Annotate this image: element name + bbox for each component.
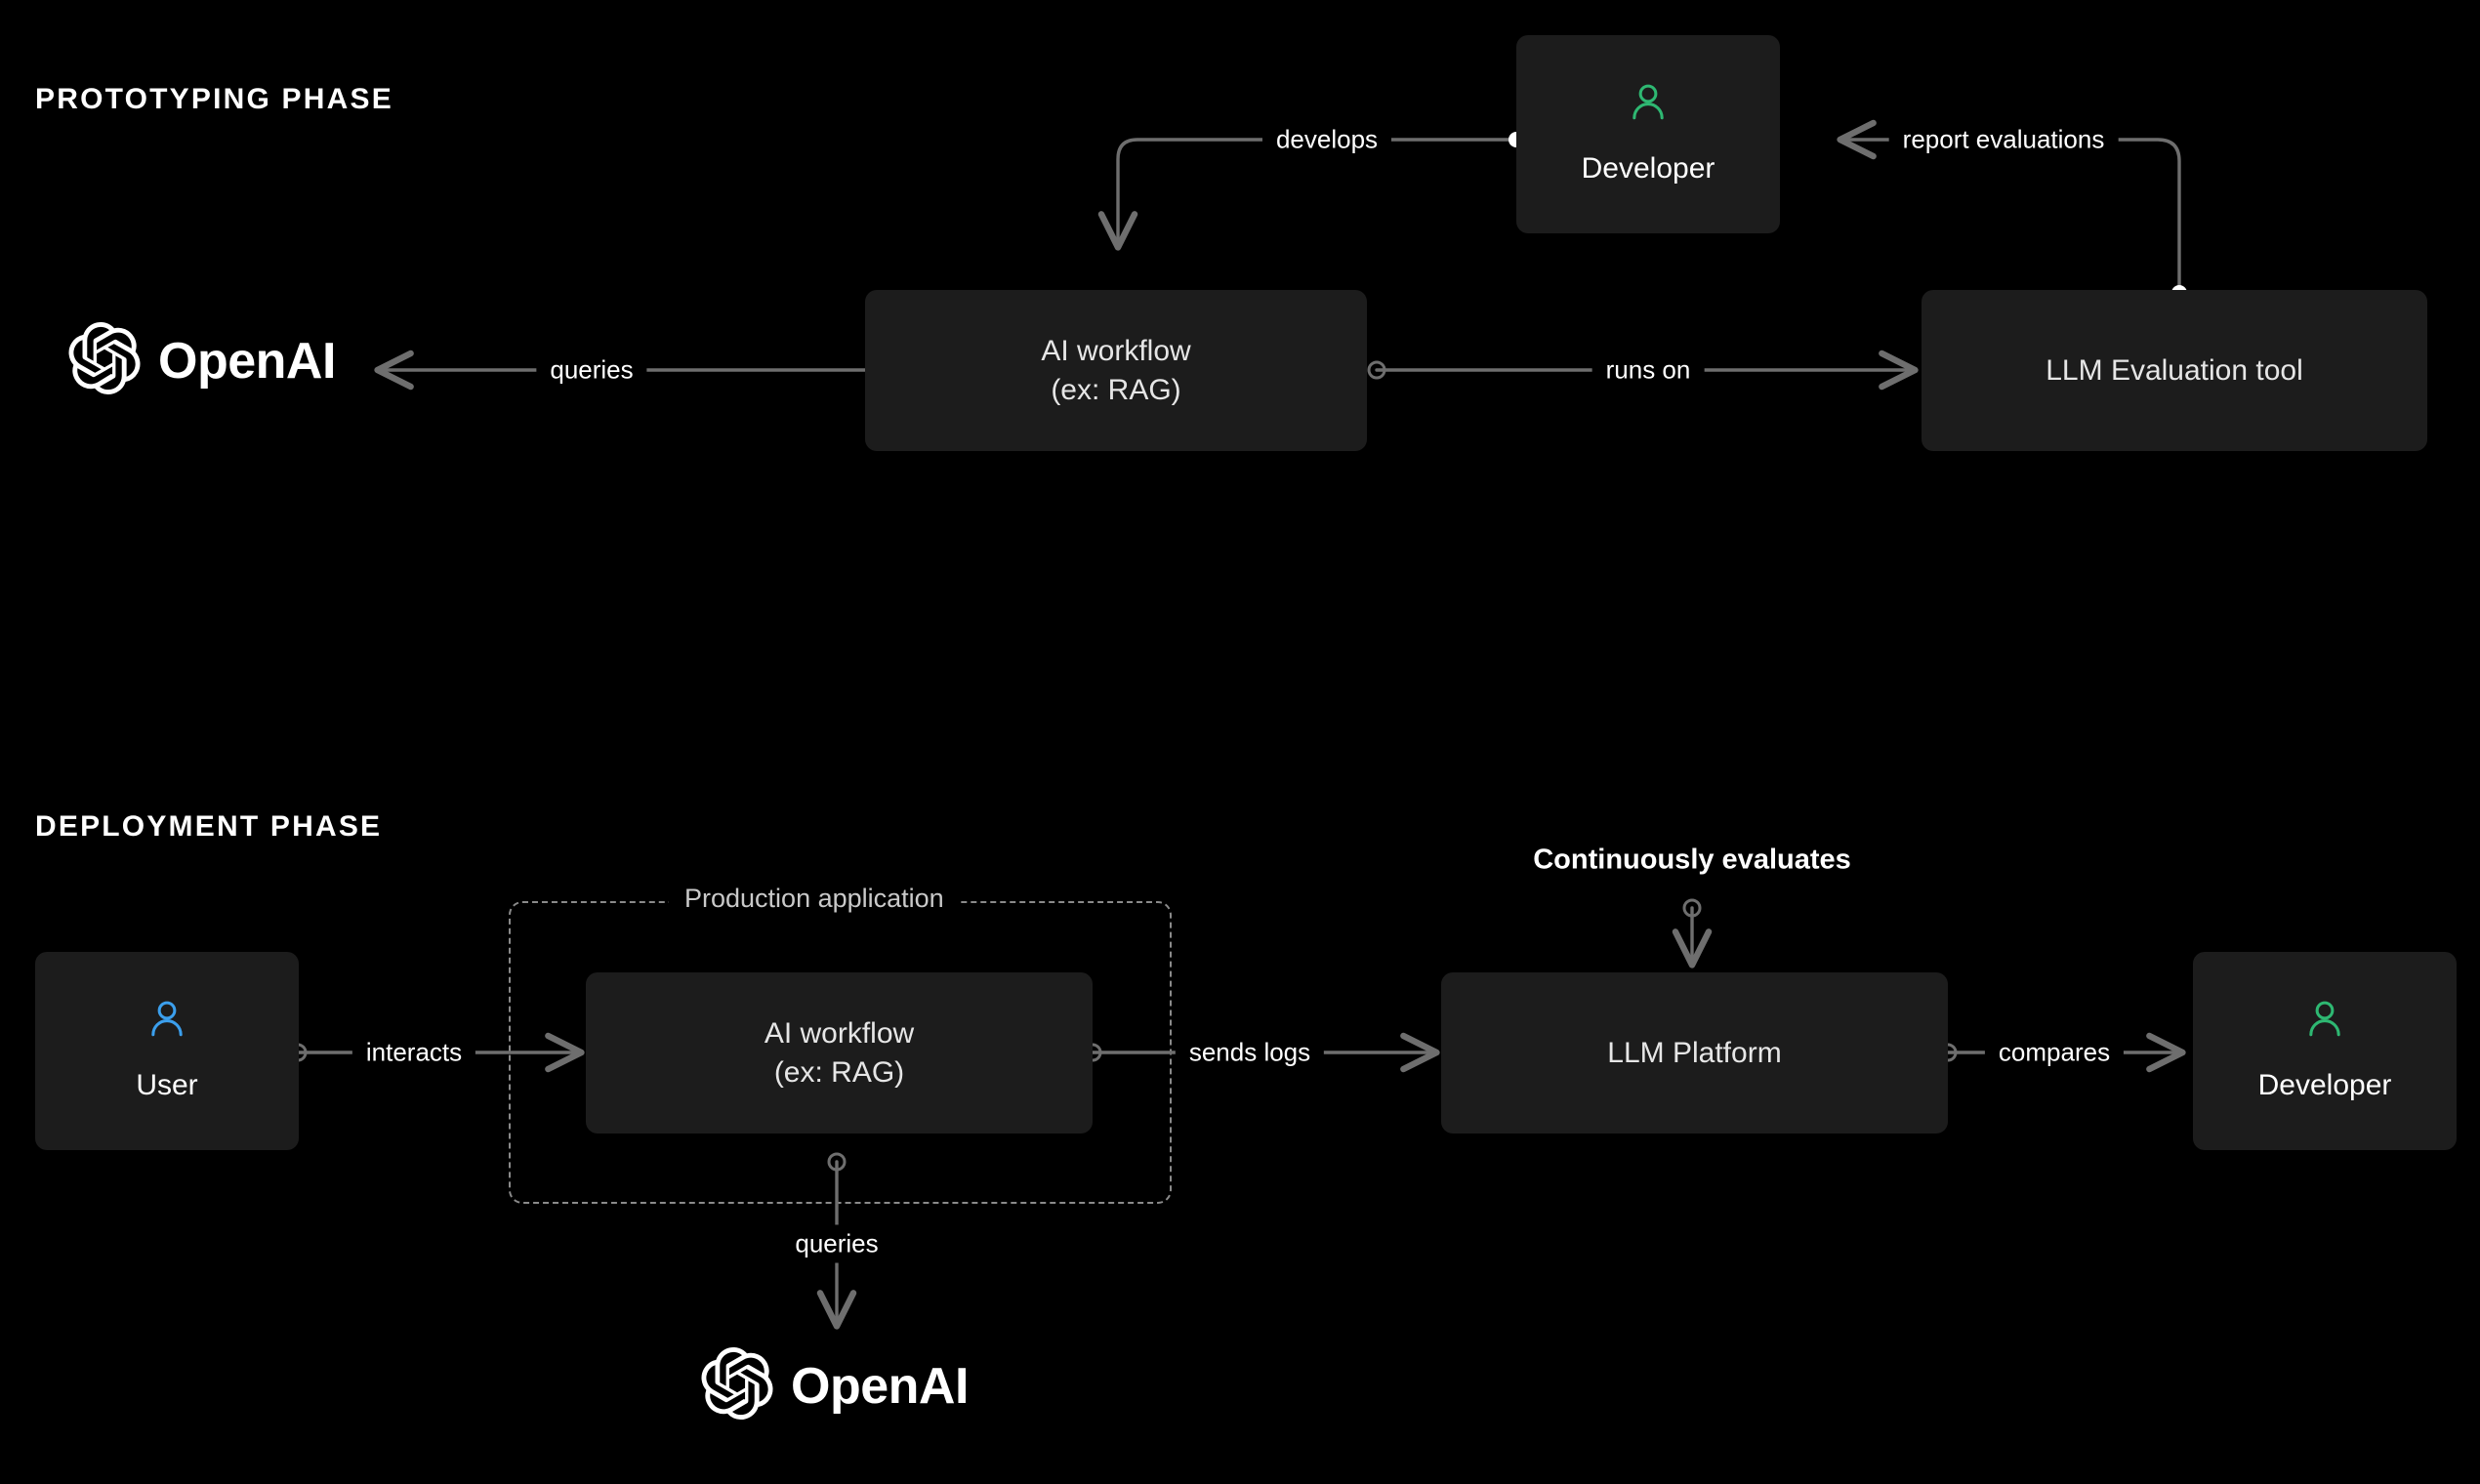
edge-label-queries-top: queries — [536, 350, 647, 390]
group-title-production-application: Production application — [669, 884, 960, 914]
node-ai-workflow-deployment[interactable]: AI workflow (ex: RAG) — [586, 972, 1093, 1134]
edge-label-report-evaluations: report evaluations — [1888, 120, 2119, 159]
edge-label-sends-logs: sends logs — [1175, 1033, 1325, 1072]
node-developer-deployment[interactable]: Developer — [2193, 952, 2457, 1150]
edge-endpoint-ring — [1367, 360, 1386, 380]
node-developer-prototyping[interactable]: Developer — [1516, 35, 1780, 233]
edge-endpoint-ring — [1682, 898, 1702, 918]
node-label: AI workflow (ex: RAG) — [764, 1016, 915, 1089]
edge-label-continuously-evaluates: Continuously evaluates — [1533, 844, 1851, 876]
node-label: LLM Evaluation tool — [2046, 353, 2303, 387]
openai-wordmark: OpenAI — [158, 332, 336, 390]
edge-endpoint-ring — [827, 1152, 847, 1172]
phase-title-deployment: DEPLOYMENT PHASE — [35, 810, 383, 843]
edge-label-runs-on: runs on — [1591, 350, 1705, 390]
node-ai-workflow-prototyping[interactable]: AI workflow (ex: RAG) — [865, 290, 1367, 451]
openai-logo-deployment: OpenAI — [701, 1347, 969, 1424]
node-label: User — [136, 1069, 198, 1101]
openai-mark-icon — [68, 322, 141, 399]
node-llm-evaluation-tool[interactable]: LLM Evaluation tool — [1922, 290, 2427, 451]
node-label: LLM Platform — [1607, 1036, 1782, 1069]
person-icon — [145, 997, 189, 1052]
node-label: Developer — [1581, 152, 1715, 185]
edge-label-queries-bottom: queries — [781, 1224, 892, 1263]
openai-logo-prototyping: OpenAI — [68, 322, 336, 399]
node-llm-platform[interactable]: LLM Platform — [1441, 972, 1948, 1134]
phase-title-prototyping: PROTOTYPING PHASE — [35, 83, 393, 115]
node-label: AI workflow (ex: RAG) — [1041, 334, 1191, 406]
person-icon — [2302, 997, 2347, 1052]
edge-label-interacts: interacts — [351, 1033, 476, 1072]
person-icon — [1626, 80, 1671, 136]
edge-develops — [1097, 138, 1518, 251]
edge-label-develops: develops — [1261, 120, 1392, 159]
openai-mark-icon — [701, 1347, 773, 1424]
node-label: Developer — [2257, 1069, 2392, 1101]
edge-label-compares: compares — [1984, 1033, 2125, 1072]
node-user[interactable]: User — [35, 952, 299, 1150]
openai-wordmark: OpenAI — [791, 1357, 969, 1415]
edge-report-evaluations — [1837, 119, 2181, 295]
